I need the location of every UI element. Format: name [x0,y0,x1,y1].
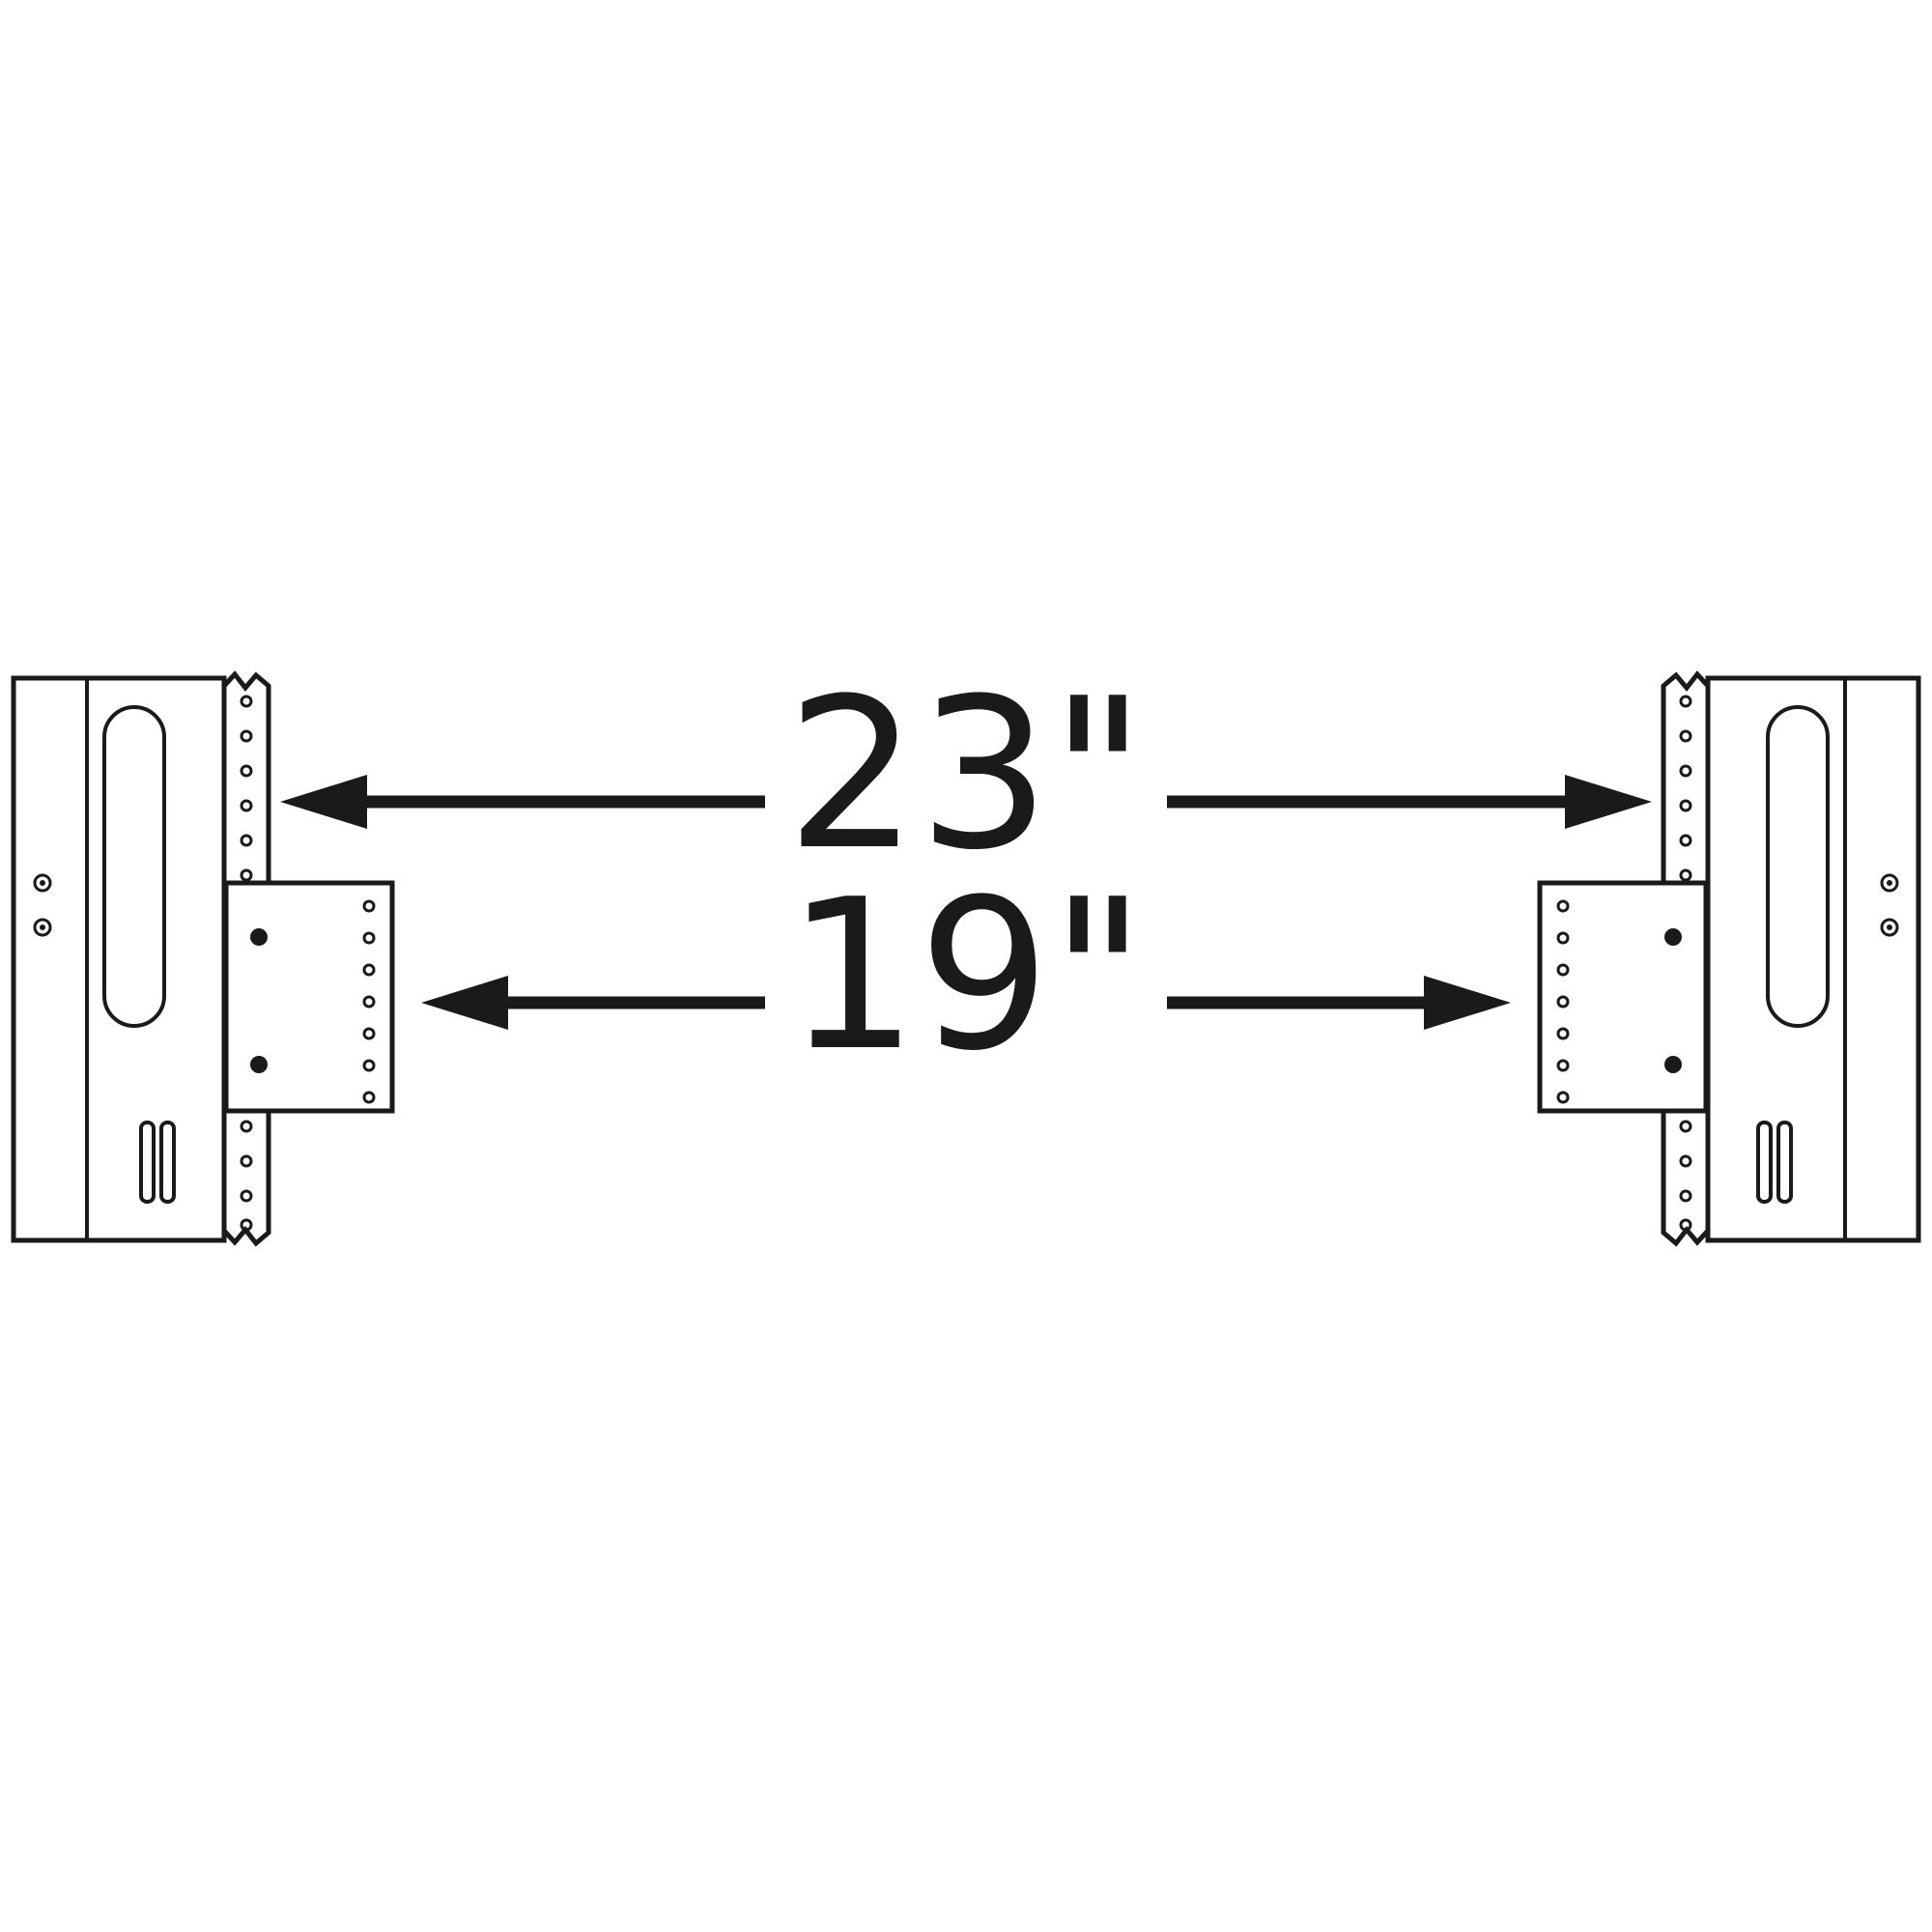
arrowhead-left-icon [280,775,367,829]
arrowhead-right-icon [1424,976,1511,1030]
right-rail [1540,674,1918,1243]
dimension-label-19: 19" [786,854,1146,1096]
left-rail [14,674,392,1243]
dimension-19: 19" [421,854,1511,1096]
dimension-label-23: 23" [786,653,1146,895]
dimension-23: 23" [280,653,1652,895]
arrowhead-right-icon [1565,775,1652,829]
arrowhead-left-icon [421,976,508,1030]
